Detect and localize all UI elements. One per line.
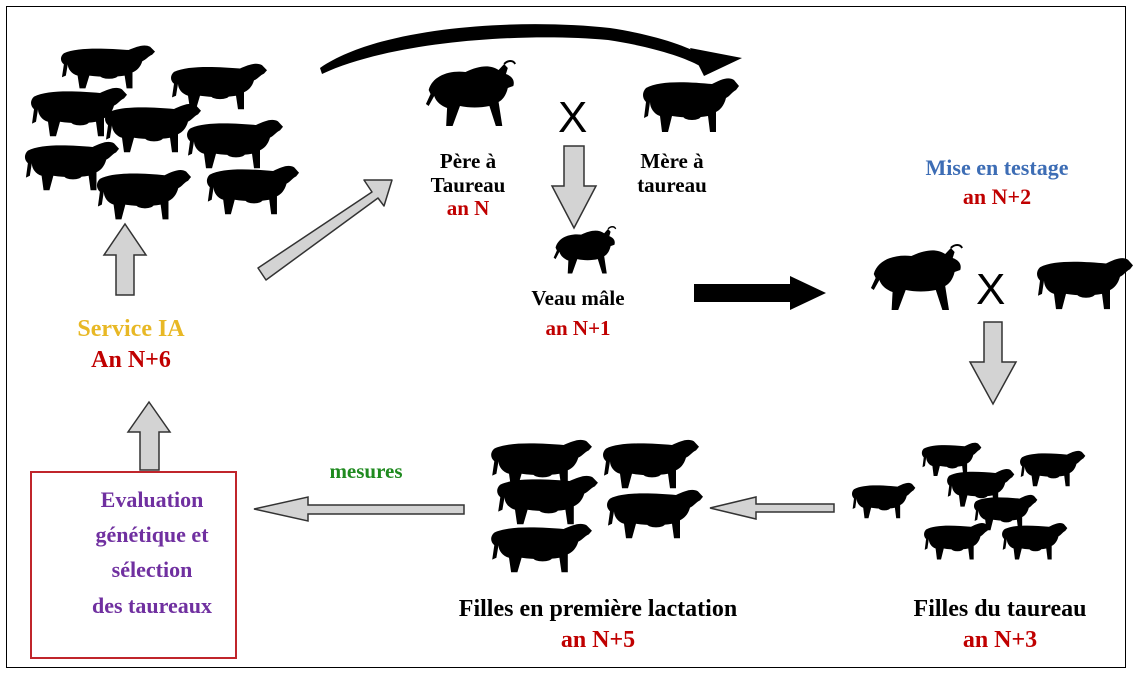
bull-silhouette-icon xyxy=(552,226,617,275)
filles-line1: Filles du taureau xyxy=(913,596,1087,622)
evaluation-label: Evaluation génétique et sélection des ta… xyxy=(56,482,248,623)
black-right-arrow xyxy=(694,276,826,310)
cross-x-mark: X xyxy=(976,265,1006,314)
cow-silhouette-icon xyxy=(1002,522,1068,560)
left-arrow-mesures xyxy=(253,496,465,522)
mere-line1: Mère à xyxy=(640,149,704,173)
herd-top-left xyxy=(24,45,300,220)
mesures-label: mesures xyxy=(329,459,403,483)
pere-taureau-label: Père à Taureau an N xyxy=(414,149,522,221)
up-arrow-herd xyxy=(102,222,148,296)
lactation-line1: Filles en première lactation xyxy=(458,596,738,622)
mere-taureau-label: Mère à taureau xyxy=(614,149,730,197)
filles-du-taureau-label: Filles du taureau an N+3 xyxy=(878,596,1122,654)
herd-daughters xyxy=(851,442,1086,560)
up-arrow-evaluation xyxy=(126,400,172,471)
down-arrow-veau xyxy=(550,145,598,230)
lactation-year: an N+5 xyxy=(560,626,636,653)
cow-silhouette-icon xyxy=(1037,258,1133,310)
veau-line1: Veau mâle xyxy=(531,286,625,310)
down-arrow-filles xyxy=(968,321,1018,406)
cow-silhouette-icon xyxy=(60,45,156,89)
cow-silhouette-icon xyxy=(105,103,201,153)
cow-silhouette-icon xyxy=(497,475,598,525)
mise-en-testage-label: Mise en testage an N+2 xyxy=(880,155,1134,209)
cow-silhouette-icon xyxy=(924,522,990,560)
service-title: Service IA xyxy=(77,316,185,342)
veau-male-label: Veau mâle an N+1 xyxy=(498,286,658,340)
veau-year: an N+1 xyxy=(545,315,611,340)
eval-line4: des taureaux xyxy=(92,592,212,618)
eval-line3: sélection xyxy=(111,557,193,583)
cow-silhouette-icon xyxy=(96,169,192,220)
cow-silhouette-icon xyxy=(921,442,982,476)
mere-line2: taureau xyxy=(637,172,707,197)
herd-first-lactation xyxy=(491,439,703,573)
cross-x-mark: X xyxy=(558,93,588,142)
bull-silhouette-icon xyxy=(869,244,964,311)
left-arrow-lactation xyxy=(709,496,835,520)
cow-silhouette-icon xyxy=(206,165,300,215)
testage-year: an N+2 xyxy=(962,183,1032,209)
cow-silhouette-icon xyxy=(187,119,283,169)
cow-silhouette-icon xyxy=(171,63,267,110)
cow-silhouette-icon xyxy=(607,489,703,539)
diagram-frame xyxy=(6,6,1126,668)
eval-line2: génétique et xyxy=(95,522,209,548)
filles-lactation-label: Filles en première lactation an N+5 xyxy=(398,596,798,654)
pere-line1: Père à xyxy=(439,149,497,173)
testage-title: Mise en testage xyxy=(925,155,1069,180)
cow-silhouette-icon xyxy=(1020,450,1086,487)
service-year: An N+6 xyxy=(91,346,171,373)
eval-line1: Evaluation xyxy=(100,487,204,512)
filles-year: an N+3 xyxy=(962,626,1038,653)
diagonal-arrow xyxy=(257,179,393,281)
curved-arrow xyxy=(320,24,742,76)
cow-silhouette-icon xyxy=(603,439,699,489)
pere-line2: Taureau xyxy=(430,172,506,197)
bull-silhouette-icon xyxy=(424,60,517,127)
cow-silhouette-icon xyxy=(851,482,916,519)
evaluation-box xyxy=(30,471,237,659)
cow-silhouette-icon xyxy=(491,523,592,573)
pere-year: an N xyxy=(446,196,490,221)
cow-silhouette-icon xyxy=(643,78,739,132)
service-ia-label: Service IA An N+6 xyxy=(56,316,206,374)
